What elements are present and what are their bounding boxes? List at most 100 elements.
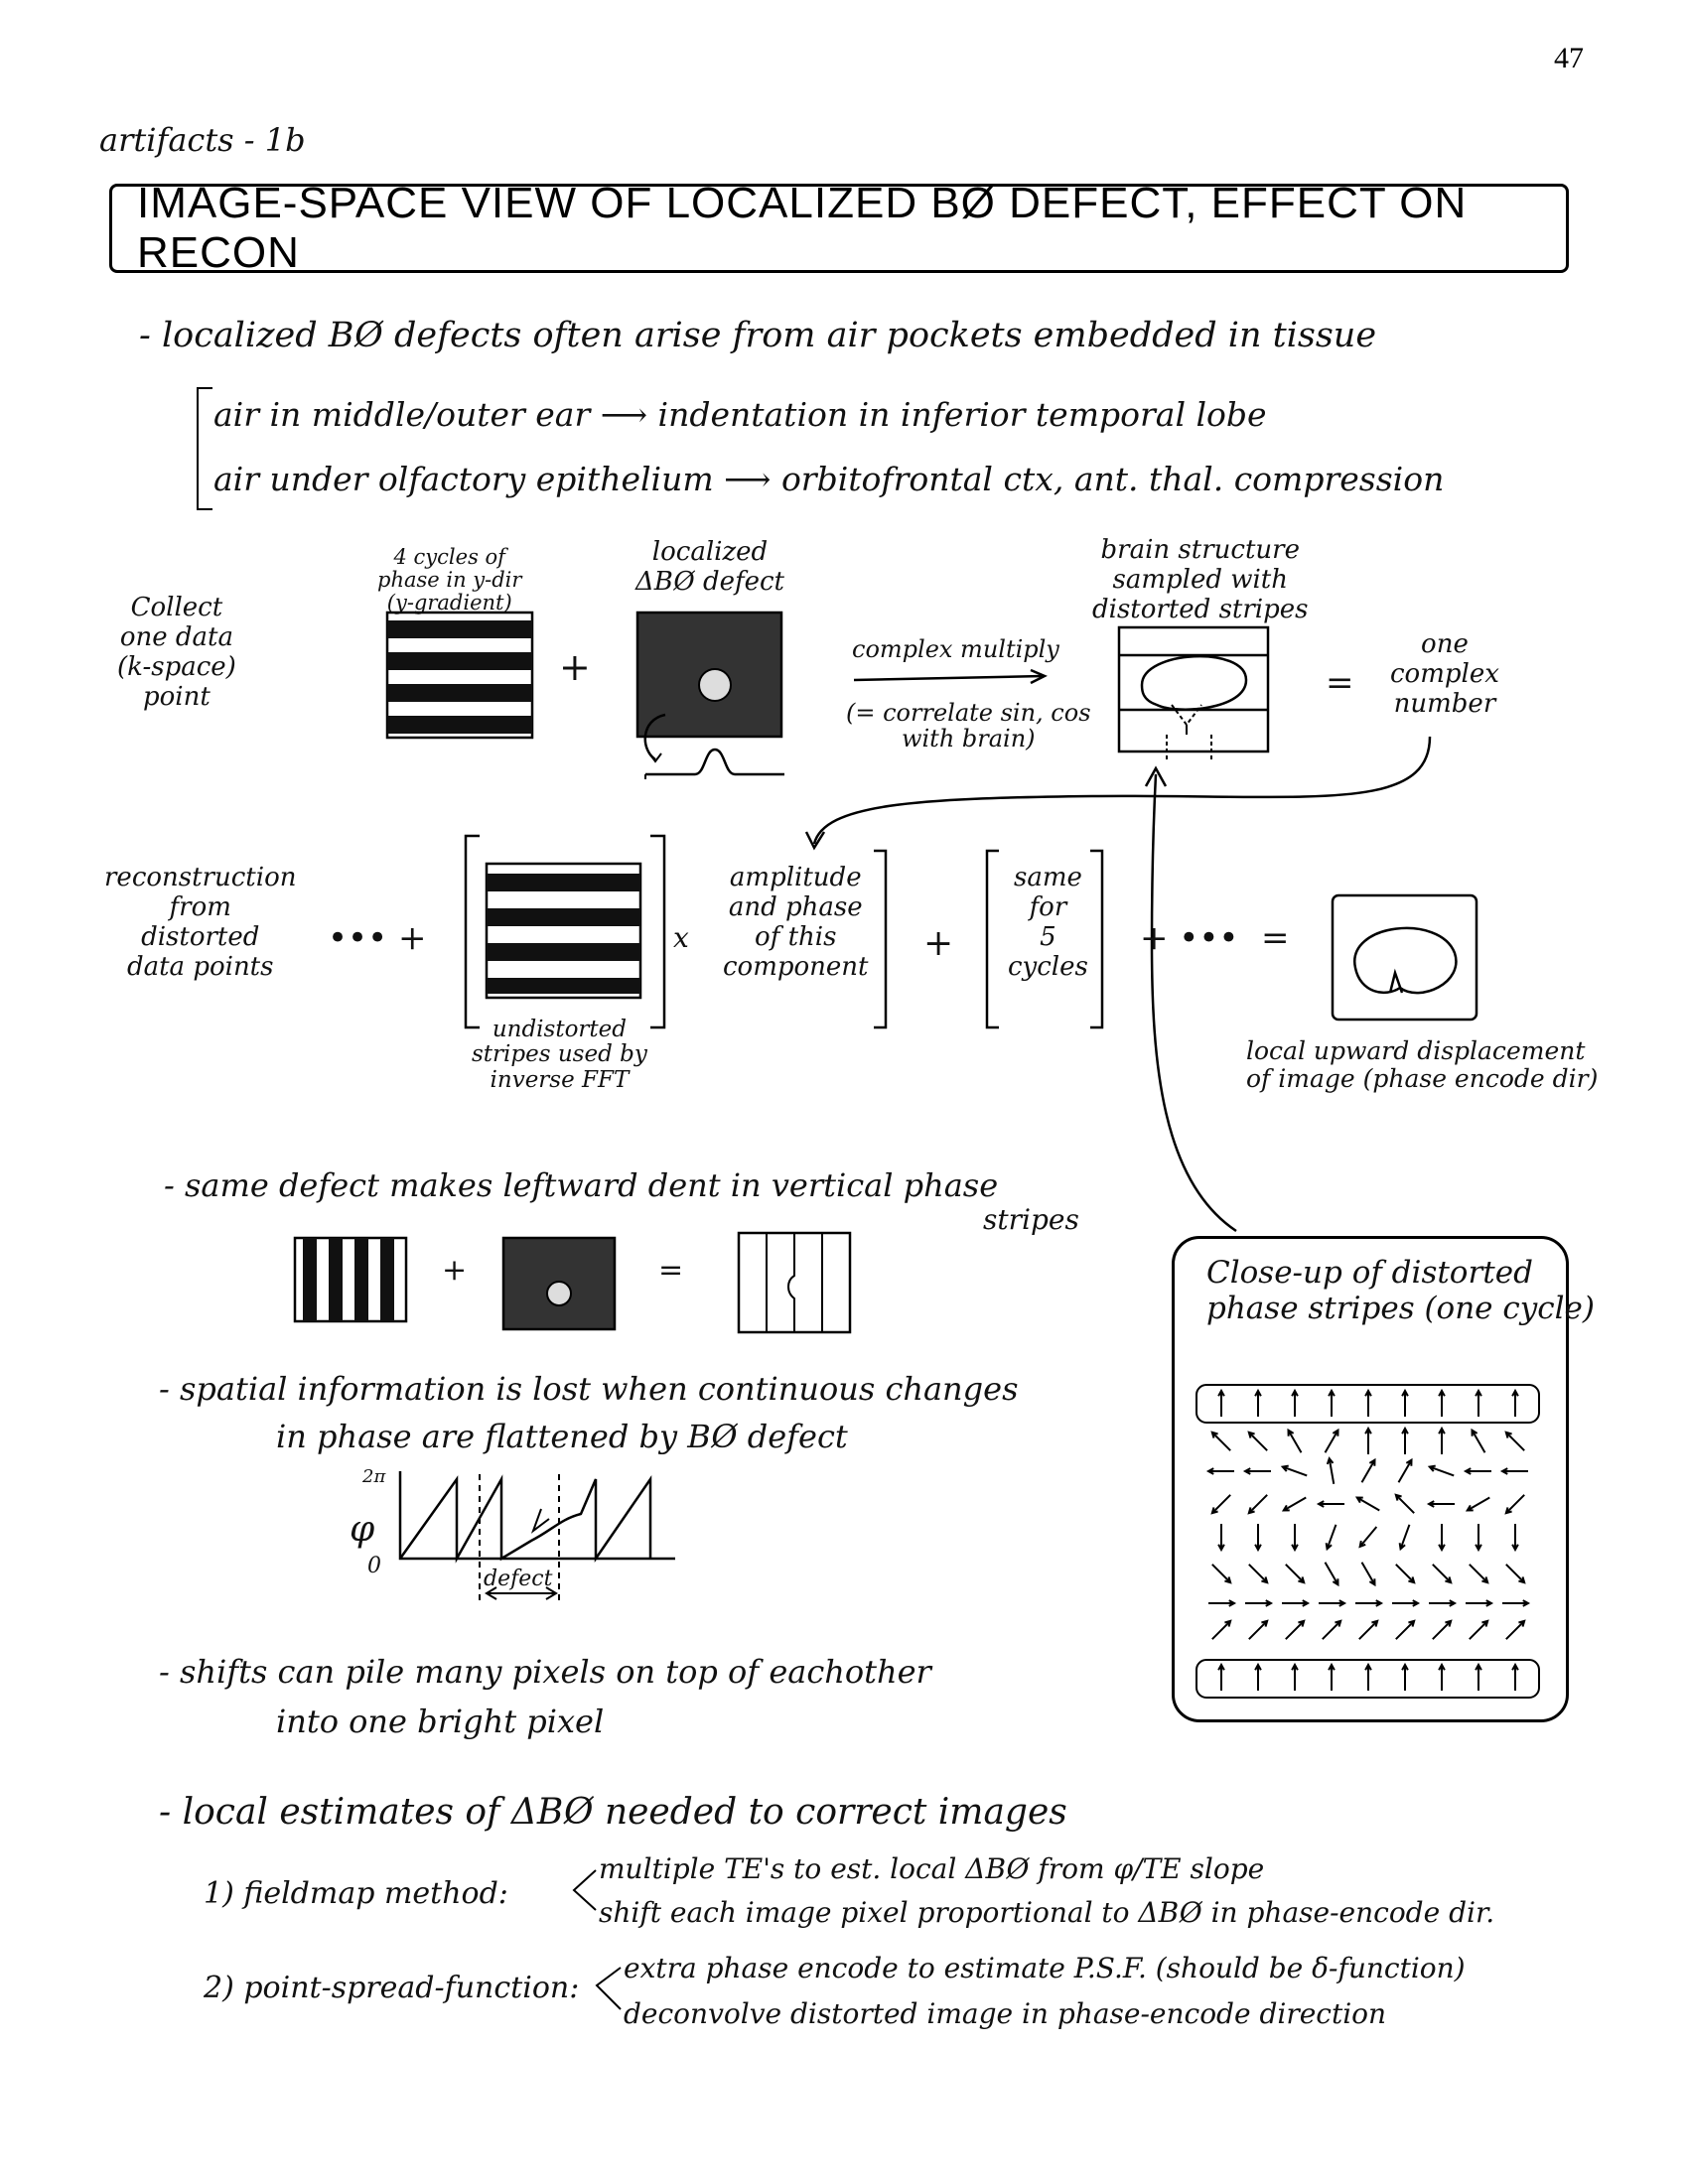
displaced-brain-image [1331,893,1478,1022]
caption-line: Close-up of distorted [1206,1255,1533,1291]
field-arrow [1248,1564,1269,1584]
field-arrow [1469,1619,1489,1640]
caption-line: brain structure [1100,535,1300,565]
bullet-air-pockets: - localized BØ defects often arise from … [139,316,1377,355]
field-arrow [1217,1388,1225,1417]
label-line: data points [126,951,274,982]
title-box: IMAGE-SPACE VIEW OF LOCALIZED BØ DEFECT,… [109,179,1569,277]
field-arrow [1427,1464,1455,1477]
phase-sawtooth-graph [398,1471,675,1603]
same-caption: same for 5 cycles [1008,863,1088,983]
field-arrow [1502,1599,1531,1607]
field-arrow [1429,1599,1458,1607]
defect-image-small [501,1236,617,1331]
field-arrow [1247,1494,1268,1515]
field-arrow [1280,1464,1308,1477]
equals-sign: = [1261,918,1290,958]
field-arrow [1438,1524,1446,1553]
field-arrow [1475,1388,1482,1417]
caption-line: cycles [1008,951,1088,982]
times-sign: x [673,921,689,954]
closeup-caption: Close-up of distorted phase stripes (one… [1206,1255,1595,1326]
amplitude-bracket [874,849,888,1029]
closeup-arrow-field [1196,1384,1540,1699]
undistorted-caption: undistorted stripes used by inverse FFT [472,1017,647,1093]
equals-sign: = [658,1253,684,1288]
field-arrow [1438,1662,1446,1691]
amplitude-caption: amplitude and phase of this component [723,863,869,983]
label-line: distorted [141,921,260,952]
method2-fork [595,1967,622,2010]
complex-multiply-label: complex multiply [852,635,1059,663]
vertical-stripes-image [293,1236,408,1323]
reconstruction-label: reconstruction from distorted data point… [104,863,297,983]
field-arrow [1217,1662,1225,1691]
caption-line: same [1013,863,1082,892]
graph-phi-label: φ [350,1509,375,1550]
field-arrow [1291,1662,1299,1691]
field-arrow [1326,1456,1336,1484]
method2-line-b: deconvolve distorted image in phase-enco… [624,1997,1387,2030]
stripes-caption: 4 cycles of phase in y-dir (y-gradient) [377,545,521,614]
bullet-local-estimates: - local estimates of ΔBØ needed to corre… [159,1792,1067,1833]
field-arrow [1324,1428,1339,1453]
field-arrow [1285,1619,1306,1640]
ellipsis-plus: ••• + [328,918,427,958]
field-arrow [1247,1431,1268,1451]
caption-line: with brain) [901,725,1036,753]
field-arrow [1511,1662,1519,1691]
feedback-arrow [804,736,1432,851]
field-arrow [1254,1388,1262,1417]
plus-sign: + [442,1253,468,1288]
bullet-ear-line: air in middle/outer ear ⟶ indentation in… [213,395,1267,434]
field-arrow [1401,1388,1409,1417]
field-arrow [1475,1524,1482,1553]
field-arrow [1364,1662,1372,1691]
graph-defect-label: defect [484,1567,553,1591]
field-arrow [1322,1619,1342,1640]
field-arrow [1466,1599,1494,1607]
collect-line: (k-space) [117,651,236,682]
collect-line: point [143,681,211,712]
caption-line: 5 [1040,921,1056,952]
caption-line: of image (phase encode dir) [1246,1063,1599,1093]
equals-sign: = [1326,663,1354,703]
caption-line: of this [755,921,837,952]
field-arrow [1211,1564,1232,1584]
bullet-pile-pixels-cont: into one bright pixel [276,1703,605,1740]
field-arrow [1360,1457,1376,1483]
section-header: artifacts - 1b [99,121,306,159]
distorted-brain-image [1117,625,1270,759]
field-arrow [1511,1388,1519,1417]
plus-sign: + [923,923,954,964]
collect-line: Collect [130,593,223,622]
plus-ellipsis: + ••• [1140,918,1239,958]
closeup-arrow [1144,765,1237,1233]
field-arrow [1210,1431,1231,1451]
caption-line: and phase [728,891,863,922]
field-arrow [1242,1467,1271,1475]
bullet-spatial-info-cont: in phase are flattened by BØ defect [276,1418,848,1455]
bullet-olfactory-line: air under olfactory epithelium ⟶ orbitof… [213,460,1445,498]
field-arrow [1469,1564,1489,1584]
stripes-continuation: stripes [983,1203,1079,1236]
label-line: reconstruction [104,863,297,892]
caption-line: (= correlate sin, cos [846,699,1091,727]
field-arrow [1438,1388,1446,1417]
field-arrow [1505,1564,1526,1584]
field-arrow [1254,1662,1262,1691]
field-arrow [1397,1457,1413,1483]
bullet-spatial-info: - spatial information is lost when conti… [159,1370,1019,1408]
field-arrow [1432,1619,1453,1640]
field-arrow [1287,1428,1303,1453]
field-arrow [1205,1467,1234,1475]
field-arrow [1210,1494,1231,1515]
field-arrow [1401,1662,1409,1691]
multiply-arrow [853,668,1048,685]
defect-image [635,611,784,779]
field-arrow [1364,1426,1372,1454]
plus-sign: + [559,645,591,689]
field-arrow [1504,1431,1525,1451]
caption-line: amplitude [729,863,862,892]
field-arrow [1426,1500,1455,1508]
